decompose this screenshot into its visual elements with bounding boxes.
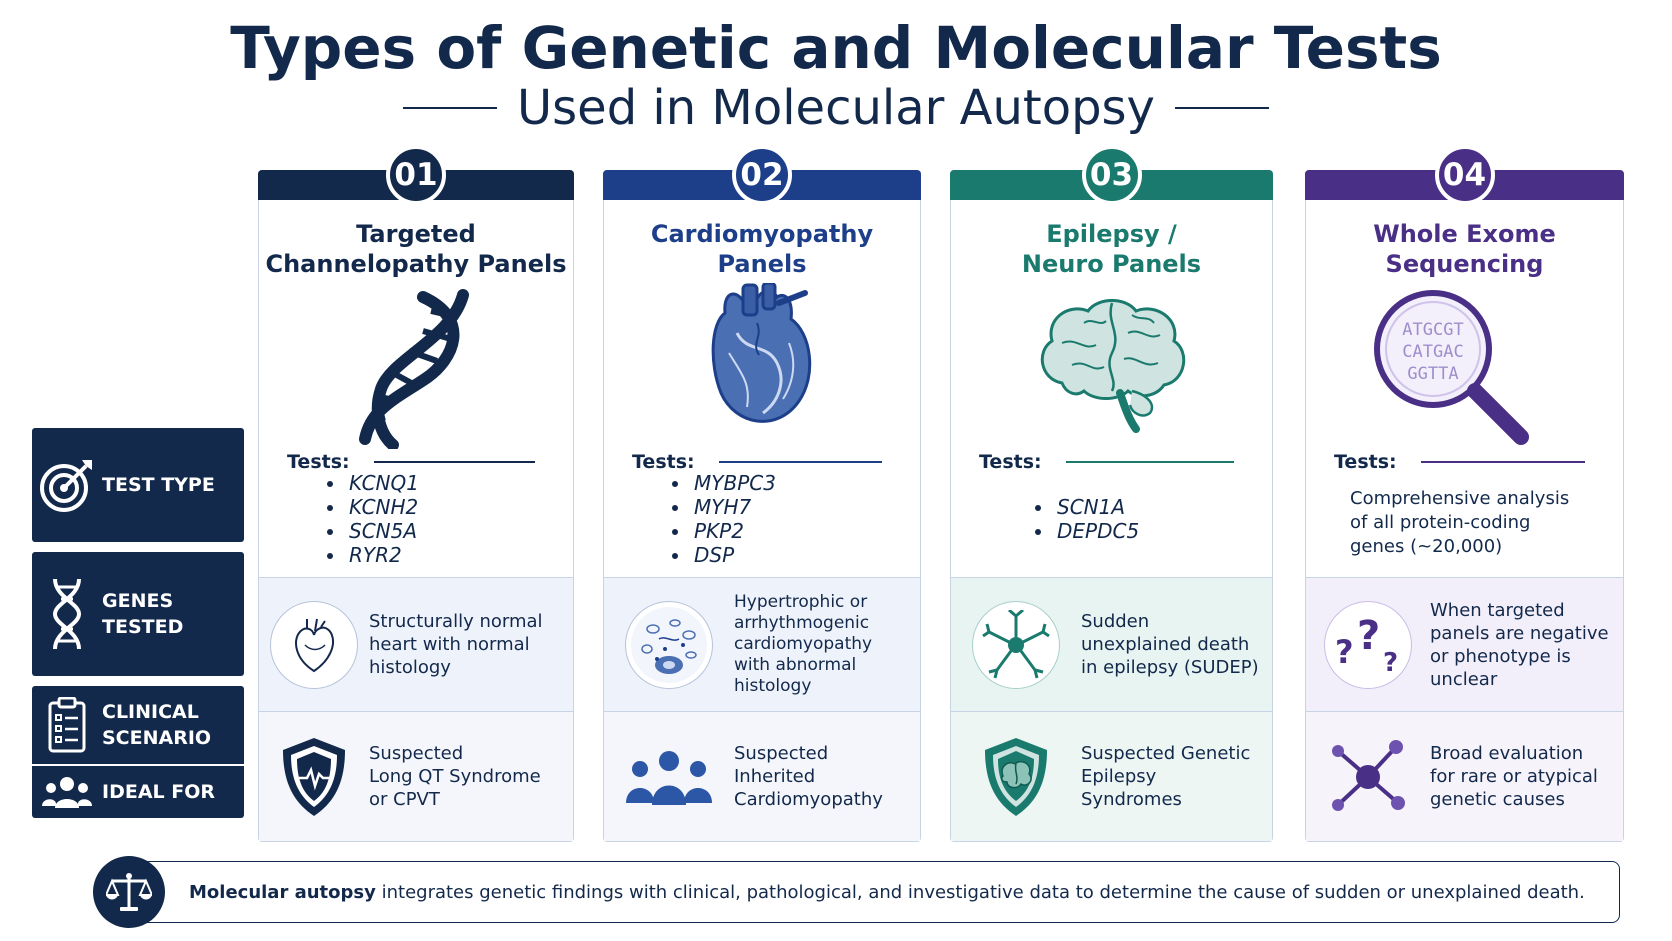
- column-number-badge: 03: [1081, 145, 1142, 205]
- tests-label: Tests:: [632, 451, 695, 473]
- gene-list: KCNQ1 KCNH2 SCN5A RYR2: [327, 471, 419, 567]
- gene-list: SCN1A DEPDC5: [1034, 495, 1140, 543]
- gene-item: DSP: [672, 543, 776, 567]
- gene-item: DEPDC5: [1034, 519, 1140, 543]
- brain-icon: [1032, 293, 1192, 437]
- ideal-for-panel: Suspected Long QT Syndrome or CPVT: [259, 711, 573, 841]
- clipboard-icon: [32, 697, 102, 753]
- tests-label: Tests:: [1334, 451, 1397, 473]
- clinical-scenario-panel: Structurally normal heart with normal hi…: [259, 577, 573, 711]
- subtitle-row: Used in Molecular Autopsy: [0, 80, 1672, 136]
- clinical-scenario-panel: Hypertrophic or arrhythmogenic cardiomyo…: [604, 577, 920, 711]
- clinical-scenario-panel: Sudden unexplained death in epilepsy (SU…: [951, 577, 1272, 711]
- people-icon: [32, 776, 102, 808]
- wes-tests-description: Comprehensive analysis of all protein-co…: [1350, 488, 1570, 557]
- anatomical-heart-icon: [707, 281, 817, 437]
- family-icon: [604, 749, 734, 805]
- clinical-scenario-text: Sudden unexplained death in epilepsy (SU…: [1081, 611, 1259, 678]
- ideal-for-panel: Suspected Inherited Cardiomyopathy: [604, 711, 920, 841]
- legend-ideal-for-label: IDEAL FOR: [102, 781, 216, 803]
- legend-test-type: TEST TYPE: [32, 428, 244, 542]
- gene-item: MYBPC3: [672, 471, 776, 495]
- tests-rule: [1065, 461, 1234, 463]
- shield-heartbeat-icon: [259, 736, 369, 818]
- gene-item: SCN1A: [1034, 495, 1139, 519]
- ideal-for-text: Broad evaluation for rare or atypical ge…: [1430, 743, 1598, 810]
- gene-item: SCN5A: [327, 519, 418, 543]
- shield-brain-icon: [951, 736, 1081, 818]
- clinical-scenario-text: Structurally normal heart with normal hi…: [369, 611, 543, 678]
- column-title: Whole Exome Sequencing: [1373, 220, 1556, 278]
- clinical-scenario-panel: ? ? ? When targeted panels are negative …: [1306, 577, 1623, 711]
- ideal-for-text: Suspected Inherited Cardiomyopathy: [734, 743, 883, 810]
- tests-label: Tests:: [287, 451, 350, 473]
- gene-list: MYBPC3 MYH7 PKP2 DSP: [672, 471, 776, 567]
- svg-text:?: ?: [1335, 633, 1354, 671]
- tests-label: Tests:: [979, 451, 1042, 473]
- gene-item: PKP2: [672, 519, 776, 543]
- neuron-icon: [972, 600, 1060, 689]
- gene-item: KCNH2: [327, 495, 419, 519]
- column-whole-exome: 04 Whole Exome Sequencing ATGCGT CATGAC …: [1305, 145, 1624, 842]
- svg-text:?: ?: [1357, 613, 1380, 659]
- magnifier-seq-line: GGTTA: [1407, 364, 1458, 384]
- gene-item: MYH7: [672, 495, 776, 519]
- tests-row: Tests:: [979, 451, 1234, 473]
- ideal-for-text: Suspected Long QT Syndrome or CPVT: [369, 743, 541, 810]
- legend-test-type-label: TEST TYPE: [102, 474, 215, 496]
- question-marks-icon: ? ? ?: [1324, 600, 1412, 689]
- column-title: Cardiomyopathy Panels: [650, 220, 874, 278]
- column-cardiomyopathy: 02 Cardiomyopathy Panels Tests: MYBPC3 M…: [603, 145, 921, 842]
- clinical-scenario-text: Hypertrophic or arrhythmogenic cardiomyo…: [734, 592, 873, 696]
- column-epilepsy: 03 Epilepsy / Neuro Panels Tests: SCN1A …: [950, 145, 1273, 842]
- legend-ideal-for: IDEAL FOR: [32, 766, 244, 818]
- page-title: Types of Genetic and Molecular Tests: [230, 14, 1442, 82]
- column-number-badge: 02: [732, 145, 792, 205]
- ideal-for-panel: Broad evaluation for rare or atypical ge…: [1306, 711, 1623, 841]
- banner-text: integrates genetic findings with clinica…: [375, 881, 1585, 903]
- magnifier-sequence-icon: ATGCGT CATGAC GGTTA: [1371, 287, 1541, 451]
- tests-row: Tests:: [1334, 451, 1585, 473]
- tests-rule: [718, 461, 882, 463]
- legend-divider: [32, 764, 244, 766]
- heart-outline-icon: [270, 600, 358, 689]
- magnifier-seq-line: ATGCGT: [1402, 320, 1463, 340]
- ideal-for-text: Suspected Genetic Epilepsy Syndromes: [1081, 743, 1251, 810]
- clinical-scenario-text: When targeted panels are negative or phe…: [1430, 599, 1609, 690]
- scales-icon: [93, 856, 165, 928]
- banner-bold-term: Molecular autopsy: [189, 881, 376, 903]
- ideal-for-panel: Suspected Genetic Epilepsy Syndromes: [951, 711, 1272, 841]
- dna-icon: [32, 577, 102, 651]
- histology-icon: [625, 600, 713, 689]
- subtitle-right-rule: [1174, 107, 1269, 109]
- page-subtitle: Used in Molecular Autopsy: [517, 80, 1155, 136]
- column-title: Targeted Channelopathy Panels: [265, 220, 567, 278]
- gene-item: KCNQ1: [327, 471, 419, 495]
- subtitle-left-rule: [403, 107, 498, 109]
- column-number-badge: 04: [1434, 145, 1495, 205]
- dna-helix-icon: [351, 289, 481, 453]
- magnifier-seq-line: CATGAC: [1402, 342, 1463, 362]
- summary-banner: Molecular autopsy integrates genetic fin…: [120, 861, 1620, 923]
- column-title: Epilepsy / Neuro Panels: [1021, 220, 1202, 278]
- column-channelopathy: 01 Targeted Channelopathy Panels Tests: …: [258, 145, 574, 842]
- column-number-badge: 01: [386, 145, 446, 205]
- legend-clinical-scenario: CLINICAL SCENARIO: [32, 686, 244, 764]
- network-icon: [1306, 737, 1430, 817]
- tests-row: Tests:: [287, 451, 535, 473]
- legend-genes-tested: GENES TESTED: [32, 552, 244, 676]
- target-icon: [32, 456, 102, 514]
- tests-rule: [373, 461, 535, 463]
- tests-row: Tests:: [632, 451, 882, 473]
- tests-rule: [1420, 461, 1585, 463]
- gene-item: RYR2: [327, 543, 419, 567]
- legend-clinical-scenario-label: CLINICAL SCENARIO: [102, 701, 212, 749]
- legend-genes-tested-label: GENES TESTED: [102, 590, 184, 638]
- svg-text:?: ?: [1383, 648, 1398, 677]
